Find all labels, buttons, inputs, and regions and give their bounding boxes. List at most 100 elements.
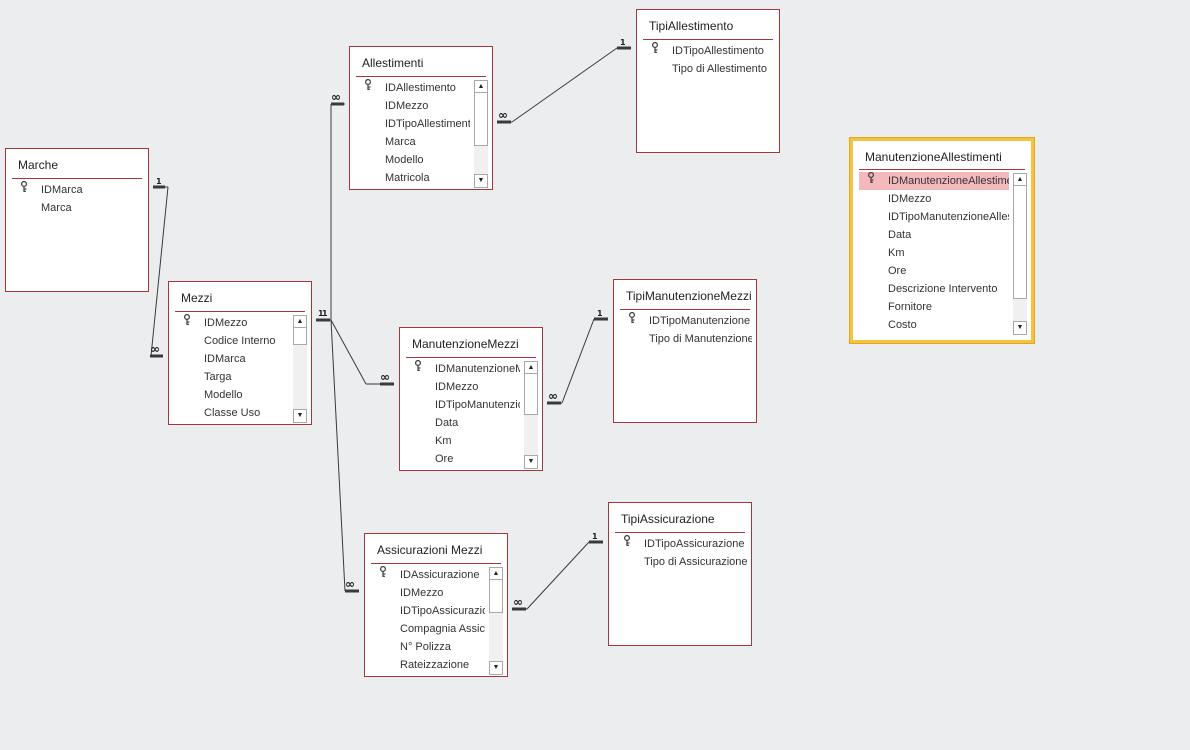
field-name: IDMezzo bbox=[888, 193, 932, 205]
table-title[interactable]: Marche bbox=[18, 158, 59, 172]
field-row[interactable]: IDAllestimento bbox=[356, 79, 470, 97]
field-row[interactable]: Fornitore bbox=[859, 298, 1009, 316]
field-list[interactable]: IDAssicurazioneIDMezzoIDTipoAssicurazion… bbox=[371, 566, 485, 674]
table-title[interactable]: ManutenzioneMezzi bbox=[412, 337, 519, 351]
field-row[interactable]: IDTipoAllestimento bbox=[643, 42, 775, 60]
field-row[interactable]: IDTipoAssicurazione bbox=[615, 535, 747, 553]
table-title-divider bbox=[615, 532, 745, 533]
field-row[interactable]: Compagnia Assicurativa bbox=[371, 620, 485, 638]
cardinality-one-marche: 1 bbox=[156, 177, 162, 186]
field-row[interactable]: Data bbox=[406, 414, 520, 432]
field-row[interactable]: IDMezzo bbox=[371, 584, 485, 602]
field-row[interactable]: Rateizzazione bbox=[371, 656, 485, 674]
field-name: Ore bbox=[435, 453, 454, 465]
table-title[interactable]: Assicurazioni Mezzi bbox=[377, 543, 483, 557]
field-row[interactable]: IDMezzo bbox=[356, 97, 470, 115]
field-row[interactable]: Matricola bbox=[356, 169, 470, 187]
field-row[interactable]: IDTipoAssicurazione bbox=[371, 602, 485, 620]
scroll-down-arrow-icon[interactable]: ▼ bbox=[524, 455, 538, 469]
field-row[interactable]: IDAssicurazione bbox=[371, 566, 485, 584]
field-row[interactable]: Ore bbox=[859, 262, 1009, 280]
scroll-down-arrow-icon[interactable]: ▼ bbox=[474, 174, 488, 188]
vertical-scrollbar[interactable]: ▲▼ bbox=[474, 80, 488, 188]
field-row[interactable]: IDMarca bbox=[12, 181, 144, 199]
table-title[interactable]: Mezzi bbox=[181, 291, 213, 305]
field-name: IDTipoAssicurazione bbox=[400, 605, 485, 617]
field-row[interactable]: IDTipoManutenzione bbox=[406, 396, 520, 414]
scrollbar-thumb[interactable] bbox=[474, 92, 488, 146]
field-row[interactable]: IDTipoManutenzione bbox=[620, 312, 752, 330]
field-row[interactable]: Marca bbox=[356, 133, 470, 151]
field-row[interactable]: N° Polizza bbox=[371, 638, 485, 656]
cardinality-many-mezzi-marca: ∞ bbox=[150, 342, 160, 356]
field-name: Tipo di Allestimento bbox=[672, 63, 767, 75]
vertical-scrollbar[interactable]: ▲▼ bbox=[293, 315, 307, 423]
field-row[interactable]: IDMezzo bbox=[175, 314, 289, 332]
field-row[interactable]: IDMarca bbox=[175, 350, 289, 368]
field-row[interactable]: Km bbox=[406, 432, 520, 450]
field-row[interactable]: Ore bbox=[406, 450, 520, 468]
field-row[interactable]: IDMezzo bbox=[859, 190, 1009, 208]
field-row[interactable]: Tipo di Manutenzione bbox=[620, 330, 752, 348]
relationship-line-mezzi-manutenzionemezzi bbox=[330, 319, 367, 385]
table-manutenzionemezzi[interactable]: ManutenzioneMezziIDManutenzioneMezzoIDMe… bbox=[399, 327, 543, 471]
field-row[interactable]: IDManutenzioneAllestimento bbox=[859, 172, 1009, 190]
field-row[interactable]: Targa bbox=[175, 368, 289, 386]
vertical-scrollbar[interactable]: ▲▼ bbox=[1013, 173, 1027, 335]
field-row[interactable]: Modello bbox=[175, 386, 289, 404]
cardinality-many-allestimenti-tipo: ∞ bbox=[498, 108, 508, 122]
scroll-down-arrow-icon[interactable]: ▼ bbox=[293, 409, 307, 423]
field-row[interactable]: Codice Interno bbox=[175, 332, 289, 350]
field-name: Classe Uso bbox=[204, 407, 261, 419]
scrollbar-thumb[interactable] bbox=[524, 373, 538, 415]
table-title[interactable]: TipiAssicurazione bbox=[621, 512, 715, 526]
field-name: Descrizione Intervento bbox=[888, 283, 998, 295]
field-row[interactable]: Data bbox=[859, 226, 1009, 244]
table-title[interactable]: ManutenzioneAllestimenti bbox=[865, 150, 1002, 164]
scrollbar-thumb[interactable] bbox=[489, 579, 503, 613]
table-title[interactable]: TipiManutenzioneMezzi bbox=[626, 289, 752, 303]
field-row[interactable]: IDMezzo bbox=[406, 378, 520, 396]
scrollbar-thumb[interactable] bbox=[293, 327, 307, 345]
field-row[interactable]: Modello bbox=[356, 151, 470, 169]
scrollbar-thumb[interactable] bbox=[1013, 185, 1027, 299]
field-row[interactable]: IDManutenzioneMezzo bbox=[406, 360, 520, 378]
field-row[interactable]: IDTipoAllestimento bbox=[356, 115, 470, 133]
field-row[interactable]: Km bbox=[859, 244, 1009, 262]
scroll-down-arrow-icon[interactable]: ▼ bbox=[1013, 321, 1027, 335]
scroll-up-arrow-icon[interactable]: ▲ bbox=[1013, 173, 1027, 187]
field-name: Rateizzazione bbox=[400, 659, 470, 671]
key-icon bbox=[867, 172, 879, 190]
field-row[interactable]: IDTipoManutenzioneAllestimento bbox=[859, 208, 1009, 226]
field-row[interactable]: Costo bbox=[859, 316, 1009, 334]
field-list[interactable]: IDManutenzioneAllestimentoIDMezzoIDTipoM… bbox=[859, 172, 1009, 334]
field-list[interactable]: IDManutenzioneMezzoIDMezzoIDTipoManutenz… bbox=[406, 360, 520, 468]
scroll-up-arrow-icon[interactable]: ▲ bbox=[293, 315, 307, 329]
field-row[interactable]: Classe Uso bbox=[175, 404, 289, 422]
field-row[interactable]: Tipo di Assicurazione bbox=[615, 553, 747, 571]
field-row[interactable]: Marca bbox=[12, 199, 144, 217]
vertical-scrollbar[interactable]: ▲▼ bbox=[524, 361, 538, 469]
key-icon bbox=[628, 312, 640, 330]
scroll-down-arrow-icon[interactable]: ▼ bbox=[489, 661, 503, 675]
table-title[interactable]: TipiAllestimento bbox=[649, 19, 734, 33]
table-title[interactable]: Allestimenti bbox=[362, 56, 424, 70]
field-row[interactable]: Tipo di Allestimento bbox=[643, 60, 775, 78]
field-row[interactable]: Descrizione Intervento bbox=[859, 280, 1009, 298]
vertical-scrollbar[interactable]: ▲▼ bbox=[489, 567, 503, 675]
